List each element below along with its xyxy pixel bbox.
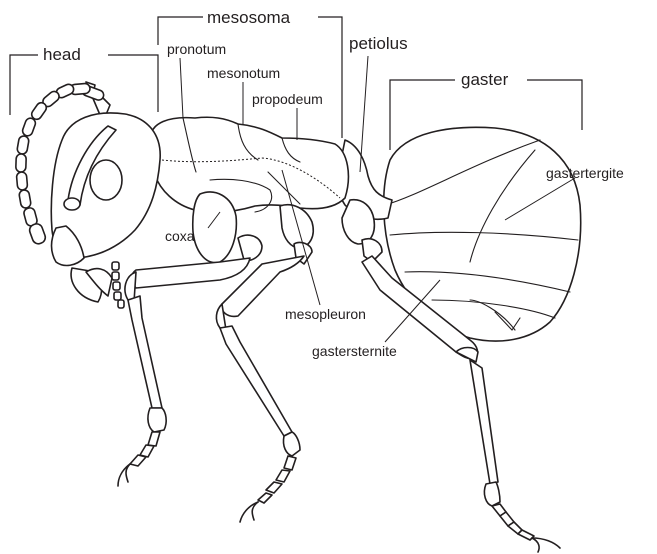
mesosoma [150,117,348,212]
leader-petiolus [360,56,368,172]
label-mesonotum: mesonotum [207,65,280,81]
label-propodeum: propodeum [252,91,323,107]
label-gastersternite: gastersternite [312,343,397,359]
label-gaster: gaster [461,70,509,89]
label-mesopleuron: mesopleuron [285,306,366,322]
leader-pronotum [180,58,183,118]
label-mesosoma: mesosoma [207,8,291,27]
label-petiolus: petiolus [349,34,408,53]
label-gastertergite: gastertergite [546,165,624,181]
label-coxa: coxa [165,228,195,244]
middle-leg [216,205,313,522]
label-pronotum: pronotum [167,41,226,57]
label-head: head [43,45,81,64]
